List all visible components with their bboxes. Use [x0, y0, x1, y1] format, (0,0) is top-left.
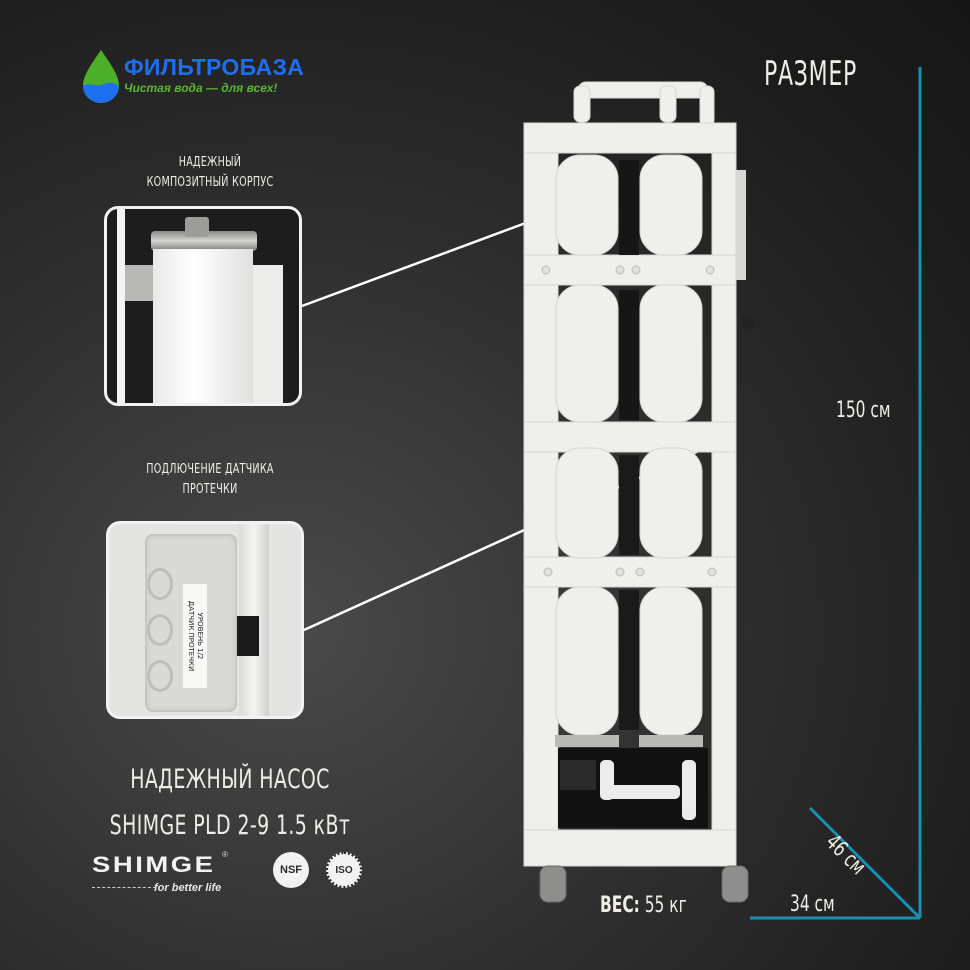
pump-model: SHIMGE PLD 2-9 1.5 кВт — [109, 810, 351, 841]
shimge-logo: SHIMGE ® for better life — [92, 850, 228, 894]
callout-label-housing: НАДЕЖНЫЙ КОМПОЗИТНЫЙ КОРПУС — [146, 155, 274, 190]
weight-label: ВЕС: — [600, 893, 640, 918]
pump-title: НАДЕЖНЫЙ НАСОС — [130, 764, 330, 795]
weight-info: ВЕС: 55 кг — [600, 893, 687, 918]
depth-dimension-line — [808, 806, 922, 920]
brand-name: ФИЛЬТРОБАЗА — [124, 54, 305, 80]
brand-tagline: Чистая вода — для всех! — [124, 81, 278, 95]
callout-label-sensor: ПОДЛЮЧЕНИЕ ДАТЧИКА ПРОТЕЧКИ — [146, 462, 274, 497]
size-title: РАЗМЕР — [764, 54, 857, 94]
nsf-badge-icon: NSF — [273, 852, 309, 888]
callout-photo-housing — [104, 206, 302, 406]
iso-badge-icon: ISO — [326, 852, 362, 888]
height-label: 150 см — [836, 398, 891, 423]
composite-housing — [153, 249, 253, 403]
water-drop-icon — [83, 50, 119, 103]
width-label: 34 см — [790, 892, 835, 917]
callout-photo-sensor: УРОВЕНЬ 1/2 ДАТЧИК ПРОТЕЧКИ — [106, 521, 304, 719]
weight-value: 55 кг — [644, 893, 687, 918]
ro-system-product — [523, 81, 737, 867]
sensor-sticker: УРОВЕНЬ 1/2 ДАТЧИК ПРОТЕЧКИ — [183, 584, 207, 688]
brand-logo: ФИЛЬТРОБАЗА Чистая вода — для всех! — [80, 48, 350, 108]
clamp-ring — [151, 231, 257, 251]
